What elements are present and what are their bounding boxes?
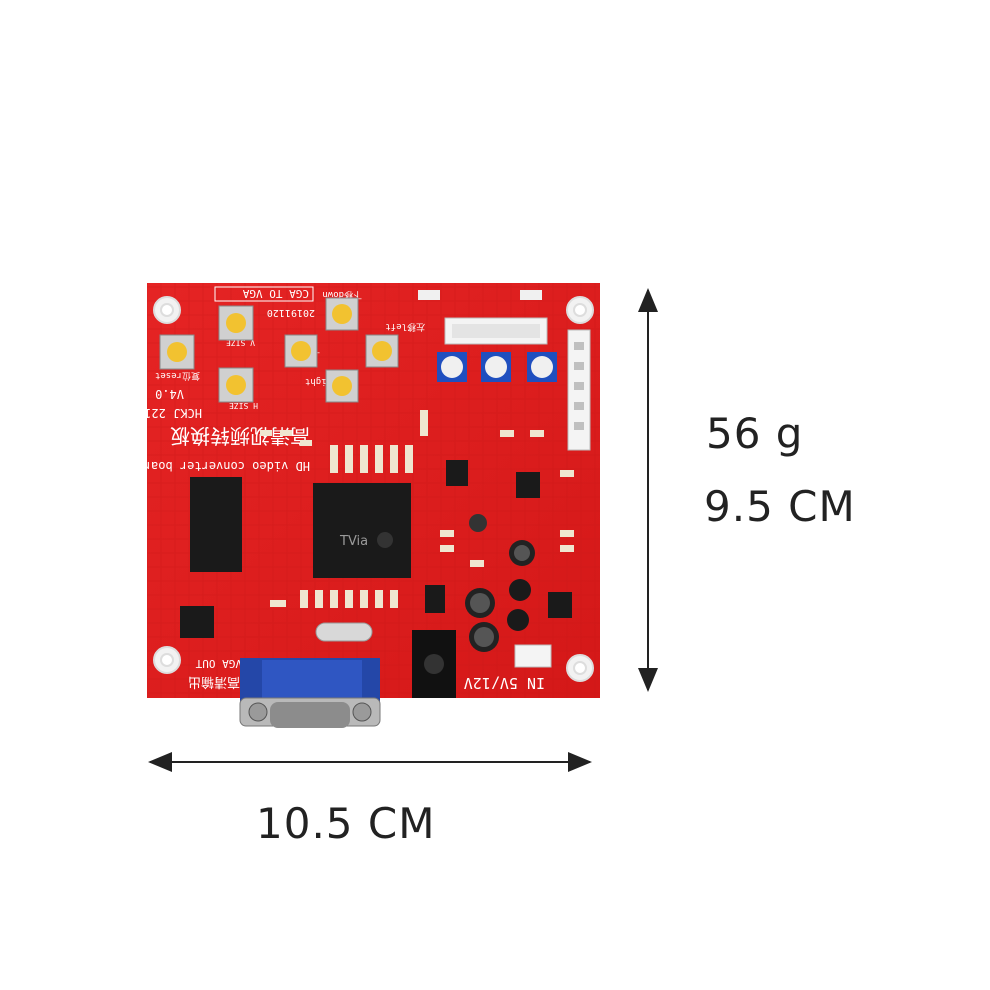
header-label: CGA TO VGA bbox=[242, 287, 309, 300]
left-label: 左移left bbox=[385, 321, 425, 333]
mounting-holes bbox=[153, 296, 594, 682]
pcb-board: CGA TO VGA 20191120 V4.0 HCKJ 2216 高清视频转… bbox=[137, 283, 600, 698]
button-left bbox=[365, 334, 399, 368]
capacitors bbox=[465, 514, 535, 652]
small-chip-4 bbox=[548, 592, 572, 618]
vsize-label: V SIZE bbox=[226, 338, 255, 347]
potentiometers bbox=[437, 352, 557, 382]
button-vsize bbox=[218, 305, 254, 341]
small-chip-3 bbox=[516, 472, 540, 498]
small-chip-2 bbox=[446, 460, 468, 486]
hsize-label: H SIZE bbox=[229, 401, 258, 410]
regulator-chip bbox=[425, 585, 445, 613]
date-label: 20191120 bbox=[267, 307, 315, 318]
ic-chips: TVia bbox=[180, 460, 572, 638]
small-chip-1 bbox=[180, 606, 214, 638]
version-label: V4.0 bbox=[155, 387, 184, 401]
button-right bbox=[325, 369, 359, 403]
power-connector bbox=[514, 644, 552, 668]
chip-label: TVia bbox=[339, 534, 368, 549]
main-processor-chip bbox=[313, 483, 411, 578]
button-hsize bbox=[218, 367, 254, 403]
button-down bbox=[325, 297, 359, 331]
weight-label: 56 g bbox=[706, 409, 804, 458]
vga-out-label: VGA OUT bbox=[195, 657, 242, 670]
reset-label: 复位reset bbox=[155, 370, 200, 382]
button-up bbox=[284, 334, 318, 368]
crystal-oscillator bbox=[315, 622, 373, 642]
height-label: 9.5 CM bbox=[704, 482, 856, 531]
memory-chip bbox=[190, 477, 242, 572]
button-reset bbox=[159, 334, 195, 370]
vga-connector bbox=[239, 658, 381, 728]
tactile-buttons bbox=[159, 297, 399, 403]
smd-components bbox=[260, 410, 574, 608]
vga-out-cn-label: 高清输出 bbox=[188, 674, 240, 690]
model-label: HCKJ 2216 bbox=[137, 406, 202, 420]
power-input-label: IN 5V/12V bbox=[464, 674, 545, 692]
title-label: HD video converter board bbox=[137, 459, 310, 473]
width-label: 10.5 CM bbox=[256, 799, 436, 848]
